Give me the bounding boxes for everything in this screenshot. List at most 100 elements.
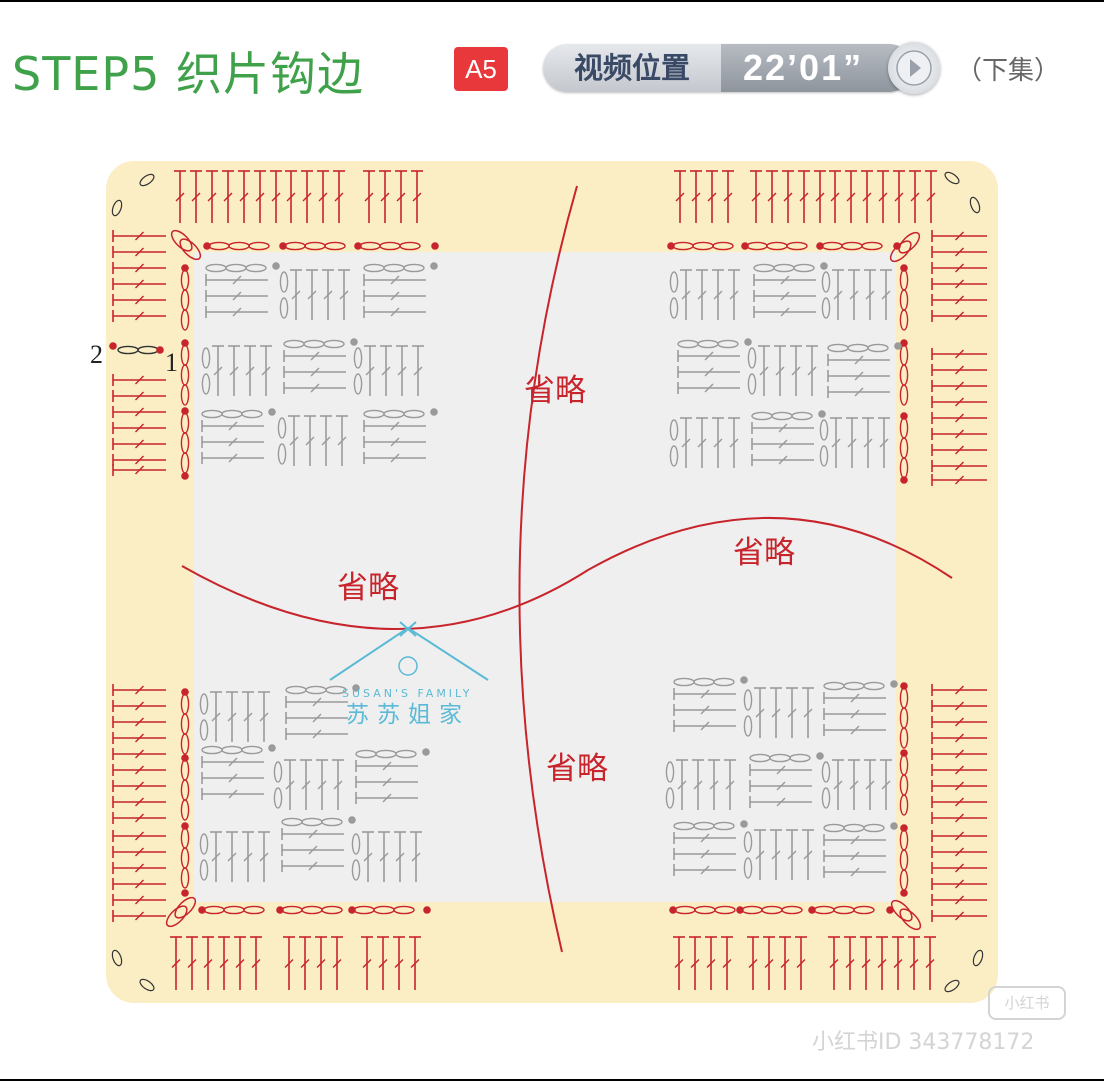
dc-stitch-bar: [700, 705, 710, 715]
dc-stitch-bar: [310, 351, 320, 361]
dc-stitch-bar: [211, 712, 221, 722]
dc-stitch-bar: [955, 475, 964, 485]
slip-stitch-dot: [900, 476, 908, 484]
chain-stitch: [665, 787, 675, 809]
dc-stitch-bar: [778, 423, 788, 433]
dc-stitch-bar: [223, 192, 233, 202]
chain-stitch: [353, 347, 363, 369]
play-button[interactable]: [888, 42, 940, 94]
slip-stitch-dot: [431, 242, 439, 250]
dc-stitch-bar: [285, 780, 295, 790]
dc-stitch-bar: [228, 773, 238, 783]
dc-stitch-bar: [332, 959, 342, 968]
dc-stitch-bar: [910, 192, 920, 202]
bottom-border-line: [0, 1079, 1104, 1081]
video-position-bar[interactable]: 视频位置 22’01”: [543, 44, 913, 92]
dc-stitch-bar: [390, 453, 400, 463]
dc-stitch-bar: [135, 685, 144, 695]
slip-stitch-dot: [900, 264, 908, 272]
chain-stitch: [351, 859, 361, 881]
dc-stitch-bar: [955, 879, 964, 889]
dc-stitch-bar: [780, 959, 790, 968]
dc-stitch-bar: [390, 291, 400, 301]
app-watermark-id: 小红书ID 343778172: [812, 1030, 1035, 1055]
dc-stitch-bar: [307, 290, 317, 300]
dc-stitch-bar: [706, 959, 716, 968]
video-timestamp: 22’01”: [721, 44, 913, 92]
dc-stitch-bar: [321, 436, 331, 446]
corner-chain: [139, 978, 155, 992]
dc-stitch-bar: [955, 263, 964, 273]
chain-stitch: [713, 821, 735, 831]
dc-stitch-bar: [955, 413, 964, 423]
slip-stitch-dot: [181, 472, 189, 480]
dc-stitch-bar: [411, 852, 421, 862]
dc-stitch-bar: [305, 436, 315, 446]
dc-stitch-bar: [396, 192, 406, 202]
dc-stitch-bar: [397, 366, 407, 376]
slip-stitch-dot: [894, 342, 902, 350]
dc-stitch-bar: [955, 765, 964, 775]
dc-stitch-bar: [135, 717, 144, 727]
slip-stitch-dot: [422, 748, 430, 756]
dc-stitch-bar: [796, 959, 806, 968]
slip-stitch-dot: [276, 906, 284, 914]
dc-stitch-bar: [955, 911, 964, 921]
dc-stitch-bar: [135, 455, 144, 465]
yarn-ball-icon: [398, 656, 418, 676]
slip-stitch-dot: [272, 262, 280, 270]
dc-stitch-bar: [681, 290, 691, 300]
dc-stitch-bar: [700, 689, 710, 699]
chain-stitch: [180, 799, 190, 821]
dc-stitch-bar: [775, 366, 785, 376]
chain-stitch: [321, 905, 343, 915]
dc-stitch-bar: [830, 192, 840, 202]
dc-stitch-bar: [755, 708, 765, 718]
dc-stitch-bar: [135, 797, 144, 807]
dc-stitch-bar: [955, 381, 964, 391]
chain-stitch: [180, 384, 190, 406]
dc-stitch-bar: [955, 445, 964, 455]
chain-stitch: [245, 263, 267, 273]
dc-stitch-bar: [865, 290, 875, 300]
chain-stitch: [277, 443, 287, 465]
dc-stitch-bar: [337, 436, 347, 446]
dc-stitch-bar: [135, 439, 144, 449]
chain-stitch: [201, 347, 211, 369]
dc-stitch-bar: [316, 959, 326, 968]
dc-stitch-bar: [135, 263, 144, 273]
dc-stitch-bar: [803, 708, 813, 718]
slip-stitch-dot: [181, 264, 189, 272]
dc-stitch-bar: [776, 765, 786, 775]
dc-stitch-bar: [390, 421, 400, 431]
dc-stitch-bar: [955, 685, 964, 695]
brand-chinese: 苏苏姐家: [346, 702, 470, 728]
omitted-label-bottom: 省略: [546, 751, 608, 787]
dc-stitch-bar: [799, 192, 809, 202]
play-icon: [896, 50, 932, 86]
chain-stitch: [781, 905, 803, 915]
chain-stitch: [819, 445, 829, 467]
dc-stitch-bar: [284, 959, 294, 968]
dc-stitch-bar: [323, 290, 333, 300]
dc-stitch-bar: [861, 959, 871, 968]
dc-stitch-bar: [135, 831, 144, 841]
slip-stitch-dot: [808, 906, 816, 914]
dc-stitch-bar: [955, 863, 964, 873]
dc-stitch-bar: [334, 192, 344, 202]
slip-stitch-dot: [181, 688, 189, 696]
slip-stitch-dot: [198, 906, 206, 914]
chain-stitch: [351, 833, 361, 855]
dc-stitch-bar: [713, 438, 723, 448]
chain-stitch: [712, 241, 734, 251]
dc-stitch-bar: [807, 366, 817, 376]
dc-stitch-bar: [815, 192, 825, 202]
chain-stitch: [321, 817, 343, 827]
dc-stitch-bar: [693, 780, 703, 790]
chain-stitch: [669, 271, 679, 293]
slip-stitch-dot: [352, 684, 360, 692]
dc-stitch-bar: [850, 709, 860, 719]
chain-stitch: [273, 761, 283, 783]
dc-stitch-bar: [675, 192, 685, 202]
